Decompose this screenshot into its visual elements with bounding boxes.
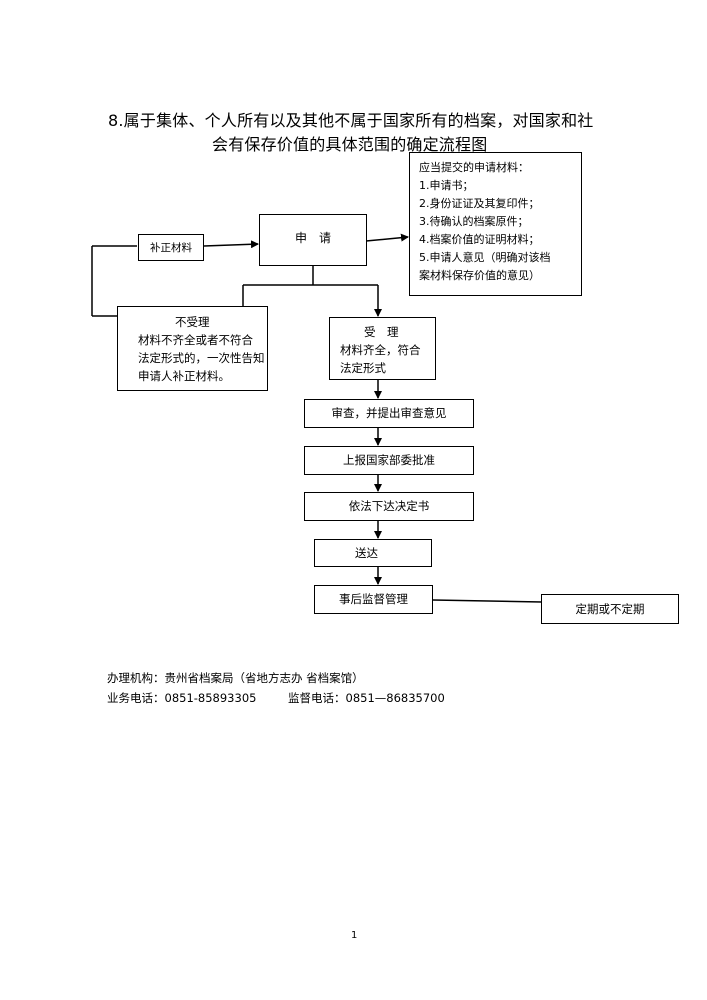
decision-box: 依法下达决定书 bbox=[304, 492, 474, 521]
connector-supplement-to-apply bbox=[203, 240, 259, 249]
supplement-box: 补正材料 bbox=[138, 234, 204, 261]
deliver-box: 送达 bbox=[314, 539, 432, 567]
report-box: 上报国家部委批准 bbox=[304, 446, 474, 475]
accept-line: 材料齐全，符合 bbox=[340, 343, 421, 357]
materials-box: 应当提交的申请材料： 1.申请书； 2.身份证证及其复印件； 3.待确认的档案原… bbox=[409, 152, 582, 296]
apply-label: 申 请 bbox=[294, 231, 331, 245]
review-label: 审查，并提出审查意见 bbox=[331, 406, 447, 420]
accept-title: 受 理 bbox=[364, 325, 399, 339]
page-number: 1 bbox=[351, 930, 358, 941]
supervise-box: 事后监督管理 bbox=[314, 585, 433, 614]
materials-item: 3.待确认的档案原件； bbox=[419, 215, 529, 228]
connector-supervise-to-periodic bbox=[432, 599, 543, 603]
periodic-label: 定期或不定期 bbox=[575, 601, 645, 616]
report-label: 上报国家部委批准 bbox=[343, 453, 435, 467]
connector-apply-to-materials bbox=[365, 233, 409, 242]
materials-item: 案材料保存价值的意见） bbox=[419, 269, 540, 282]
materials-item: 4.档案价值的证明材料； bbox=[419, 233, 540, 246]
reject-line: 法定形式的，一次性告知 bbox=[138, 351, 265, 365]
materials-item: 1.申请书； bbox=[419, 179, 474, 192]
reject-line: 材料不齐全或者不符合 bbox=[138, 333, 253, 347]
agency-text: 办理机构：贵州省档案局（省地方志办 省档案馆） bbox=[107, 671, 364, 685]
reject-line: 申请人补正材料。 bbox=[138, 369, 230, 383]
reject-title: 不受理 bbox=[175, 315, 210, 329]
decision-label: 依法下达决定书 bbox=[348, 499, 430, 513]
materials-heading: 应当提交的申请材料： bbox=[419, 161, 529, 174]
page-title-line-1: 8.属于集体、个人所有以及其他不属于国家所有的档案，对国家和社 bbox=[108, 111, 594, 130]
supplement-label: 补正材料 bbox=[150, 242, 192, 254]
periodic-box: 定期或不定期 bbox=[541, 594, 679, 624]
review-box: 审查，并提出审查意见 bbox=[304, 399, 474, 428]
apply-box: 申 请 bbox=[259, 214, 367, 266]
page-title-line-2: 会有保存价值的具体范围的确定流程图 bbox=[212, 135, 488, 154]
materials-item: 2.身份证证及其复印件； bbox=[419, 197, 540, 210]
accept-box: 受 理 材料齐全，符合 法定形式 bbox=[329, 317, 436, 380]
business-phone: 业务电话：0851-85893305 bbox=[107, 691, 257, 705]
materials-item: 5.申请人意见（明确对该档 bbox=[419, 251, 551, 264]
accept-line: 法定形式 bbox=[340, 361, 386, 375]
supervise-label: 事后监督管理 bbox=[339, 592, 408, 606]
reject-box: 不受理 材料不齐全或者不符合 法定形式的，一次性告知 申请人补正材料。 bbox=[117, 306, 268, 391]
deliver-label: 送达 bbox=[355, 546, 378, 560]
supervision-phone: 监督电话：0851—86835700 bbox=[288, 691, 445, 705]
